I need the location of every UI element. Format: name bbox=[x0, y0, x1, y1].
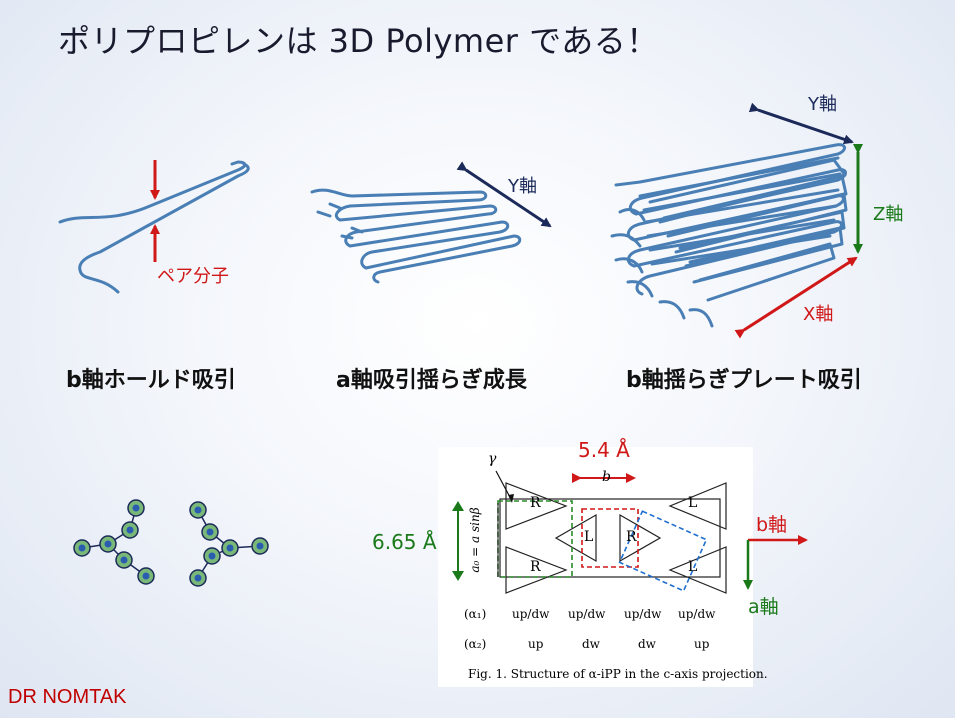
slide-title: ポリプロピレンは 3D Polymer である！ bbox=[58, 22, 659, 60]
row2-cell: up bbox=[694, 637, 710, 651]
triangle-label-l2: L bbox=[688, 559, 698, 575]
triangle-label-l3: L bbox=[584, 529, 594, 545]
pair-molecule-label: ペア分子 bbox=[157, 266, 229, 287]
row-label-alpha2: (α₂) bbox=[464, 637, 487, 651]
triangle-label-r3: R bbox=[626, 529, 637, 545]
triangle-label-r1: R bbox=[530, 495, 541, 511]
row2-cell: dw bbox=[638, 637, 656, 651]
a-spacing-label: 6.65 Å bbox=[372, 530, 437, 554]
a-axis-label: a軸 bbox=[748, 596, 779, 618]
row1-cell: up/dw bbox=[624, 607, 662, 621]
x-axis-arrow bbox=[734, 256, 858, 339]
z-axis-label: Z軸 bbox=[873, 204, 904, 225]
row2-cell: dw bbox=[582, 637, 600, 651]
unit-cell-figure: R L R L L R γ b a₀ = a sinβ (α₁) up/dw u… bbox=[438, 447, 768, 687]
row1-cell: up/dw bbox=[512, 607, 550, 621]
y-axis-arrow-2 bbox=[456, 161, 552, 228]
y-axis-arrow-3 bbox=[748, 102, 854, 145]
caption-b-axis-plate: b軸揺らぎプレート吸引 bbox=[626, 368, 862, 393]
caption-b-axis-hold: b軸ホールド吸引 bbox=[66, 368, 236, 393]
b-spacing-label: 5.4 Å bbox=[578, 438, 630, 462]
figure-caption: Fig. 1. Structure of α-iPP in the c-axis… bbox=[468, 667, 768, 681]
b-axis-label: b軸 bbox=[756, 514, 788, 536]
y-axis-label-2: Y軸 bbox=[508, 176, 537, 197]
gamma-symbol: γ bbox=[488, 451, 497, 467]
author-label: DR NOMTAK bbox=[8, 686, 127, 708]
x-axis-label: X軸 bbox=[803, 304, 834, 325]
pair-molecule-diagram bbox=[58, 160, 250, 294]
row-label-alpha1: (α₁) bbox=[464, 607, 487, 621]
plate-3d-diagram bbox=[610, 143, 848, 328]
unit-cell-drawing bbox=[452, 470, 727, 594]
b-symbol: b bbox=[602, 469, 611, 485]
molecule-icons bbox=[73, 499, 269, 587]
y-axis-label-3: Y軸 bbox=[808, 94, 837, 115]
row1-cell: up/dw bbox=[678, 607, 716, 621]
triangle-label-r2: R bbox=[530, 559, 541, 575]
row1-cell: up/dw bbox=[568, 607, 606, 621]
triangle-label-l1: L bbox=[688, 495, 698, 511]
row2-cell: up bbox=[528, 637, 544, 651]
caption-a-axis-growth: a軸吸引揺らぎ成長 bbox=[336, 368, 527, 393]
stacked-chains-diagram bbox=[310, 188, 522, 284]
a-sin-beta-formula: a₀ = a sinβ bbox=[468, 507, 482, 573]
